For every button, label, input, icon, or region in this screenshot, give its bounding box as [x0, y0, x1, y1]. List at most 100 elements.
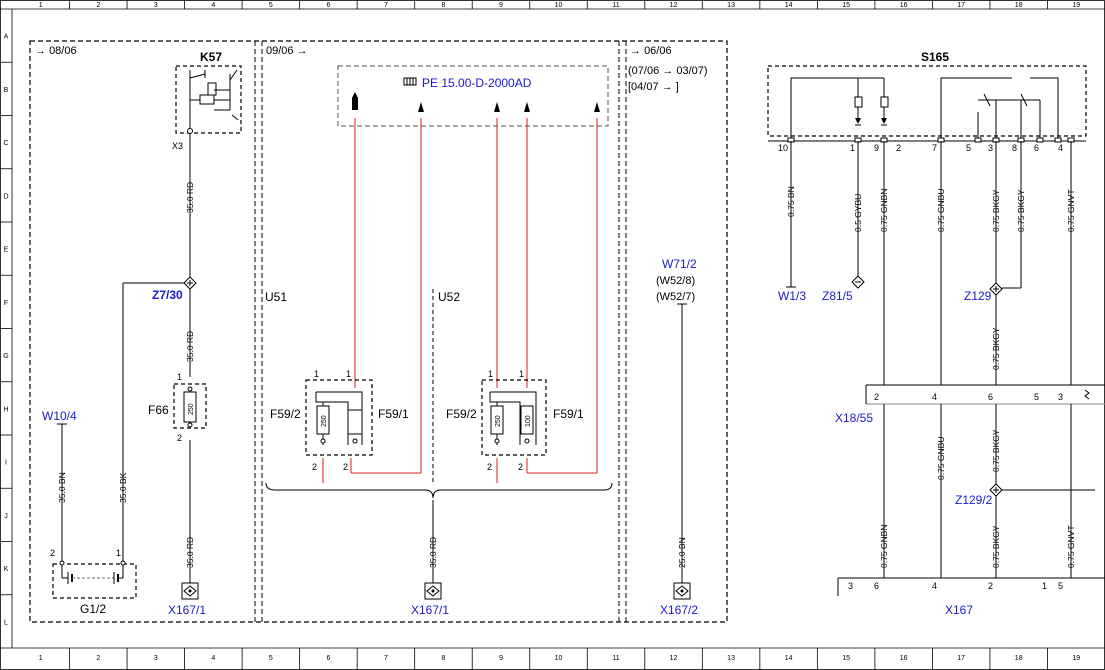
grid-col-bottom-10: 10 — [555, 655, 563, 662]
wire-0-75-bkgy-d: 0.75 BKGY — [991, 429, 1001, 472]
red-wires — [322, 118, 598, 483]
grid-col-bottom-7: 7 — [384, 655, 388, 662]
grid-col-bottom-9: 9 — [499, 655, 503, 662]
grid-col-bottom-5: 5 — [269, 655, 273, 662]
reference-link[interactable]: PE 15.00-D-2000AD — [422, 76, 532, 90]
x18-pin-3: 3 — [1058, 392, 1063, 402]
grid-col-bottom-6: 6 — [326, 655, 330, 662]
g1-pin-2 — [59, 560, 65, 566]
s165-pin-7: 7 — [932, 143, 937, 153]
f59-1-a-label: F59/1 — [378, 407, 409, 421]
grid-col-bottom-4: 4 — [211, 655, 215, 662]
grid-col-top-4: 4 — [211, 2, 215, 9]
f66-pin-bottom — [187, 422, 193, 428]
grid-col-top-12: 12 — [670, 2, 678, 9]
x167-2-label[interactable]: X167/2 — [660, 603, 698, 617]
g1-2-box — [52, 563, 137, 599]
x167-pin-4: 4 — [932, 581, 937, 591]
wire-35-bk: 35.0 BK — [118, 472, 128, 503]
grid-col-top-16: 16 — [900, 2, 908, 9]
wire-0-5-gybu: 0.5 GYBU — [853, 194, 863, 232]
grid-col-bottom-14: 14 — [785, 655, 793, 662]
w1-3-label[interactable]: W1/3 — [778, 289, 806, 303]
lower-wires — [883, 404, 1095, 578]
grid-row-J: J — [4, 513, 8, 520]
grid-col-bottom-2: 2 — [96, 655, 100, 662]
wire-0-75-bkgy-b: 0.75 BKGY — [1016, 189, 1026, 232]
x167-label[interactable]: X167 — [945, 603, 973, 617]
f59-a-fuse-2 — [347, 409, 363, 435]
frame-dividers — [254, 41, 627, 622]
w52-8-label: (W52/8) — [656, 275, 695, 287]
battery-icon — [61, 563, 124, 584]
g1-pin-1-label: 1 — [116, 548, 121, 558]
grid-col-top-17: 17 — [957, 2, 965, 9]
x18-pin-6: 6 — [988, 392, 993, 402]
f59-b-pin-bot-r: 2 — [518, 462, 523, 472]
x18-pin-5: 5 — [1034, 392, 1039, 402]
grid-row-I: I — [5, 460, 7, 467]
wire-0-75-gnbn: 0.75 GNBN — [879, 189, 889, 232]
grid-col-bottom-19: 19 — [1072, 655, 1080, 662]
x18-break-icon — [1084, 389, 1090, 400]
grid-row-F: F — [4, 300, 8, 307]
z81-5-label[interactable]: Z81/5 — [822, 289, 853, 303]
wire-35-rd-a: 35.0 RD — [185, 182, 195, 213]
grid-row-A: A — [4, 34, 9, 41]
grid-col-top-1: 1 — [39, 2, 43, 9]
z129-label[interactable]: Z129 — [964, 289, 992, 303]
wire-0-75-gnvt: 0.75 GNVT — [1066, 189, 1076, 232]
s165-resistor-1 — [854, 96, 863, 108]
grid-col-top-14: 14 — [785, 2, 793, 9]
reference-hand-icon — [403, 77, 417, 86]
frame-left-label: → 08/06 — [35, 45, 77, 57]
f59-b-pin-top-l: 1 — [488, 369, 493, 379]
s165-pin-8: 8 — [1012, 143, 1017, 153]
wire-0-75-bn: 0.75 BN — [786, 186, 796, 217]
s165-box — [767, 65, 1087, 137]
wire-0-75-bkgy-c: 0.75 BKGY — [991, 327, 1001, 370]
bus-brace — [265, 482, 613, 499]
wire-35-rd-c: 35.0 RD — [185, 537, 195, 568]
s165-internal — [790, 77, 1059, 141]
z129-2-label[interactable]: Z129/2 — [955, 493, 993, 507]
s165-label: S165 — [921, 50, 949, 64]
x167-pin-3: 3 — [848, 581, 853, 591]
z7-30-label[interactable]: Z7/30 — [152, 288, 183, 302]
f66-pin-2: 2 — [177, 433, 182, 443]
reference-box — [337, 65, 609, 127]
k57-label: K57 — [200, 50, 222, 64]
wire-35-bn: 35.0 BN — [57, 472, 67, 503]
z129-node — [989, 282, 1003, 296]
grid-row-L: L — [4, 619, 8, 626]
w71-2-label[interactable]: W71/2 — [662, 257, 697, 271]
x167-1-b-label[interactable]: X167/1 — [411, 603, 449, 617]
f59-b-fuse-2-value: 100 — [525, 415, 532, 427]
f59-a-fuse-1-value: 250 — [321, 415, 328, 427]
f66-fuse-icon — [183, 391, 197, 423]
w10-4-label[interactable]: W10/4 — [42, 409, 77, 423]
f59-1-b-label: F59/1 — [553, 407, 584, 421]
wire-25-bn: 25.0 BN — [677, 537, 687, 568]
s165-pin-2: 2 — [896, 143, 901, 153]
grid-col-top-9: 9 — [499, 2, 503, 9]
f59-a-pin-top-r: 1 — [346, 369, 351, 379]
wire-0-75-gnbn-b: 0.75 GNBN — [879, 525, 889, 568]
g1-pin-2-label: 2 — [50, 548, 55, 558]
z81-5-node — [851, 275, 865, 289]
f59-b-fuse-2 — [520, 405, 534, 435]
f59-b-pin-top-r: 1 — [519, 369, 524, 379]
x167-connector — [837, 577, 1105, 596]
f66-pin-top — [187, 386, 193, 392]
f66-box — [173, 383, 207, 429]
grid-col-top-7: 7 — [384, 2, 388, 9]
x167-1-a-label[interactable]: X167/1 — [168, 603, 206, 617]
x167-pin-2: 2 — [988, 581, 993, 591]
grid-col-bottom-17: 17 — [957, 655, 965, 662]
x18-55-label[interactable]: X18/55 — [835, 411, 873, 425]
grid-col-bottom-13: 13 — [727, 655, 735, 662]
x18-pin-4: 4 — [932, 392, 937, 402]
